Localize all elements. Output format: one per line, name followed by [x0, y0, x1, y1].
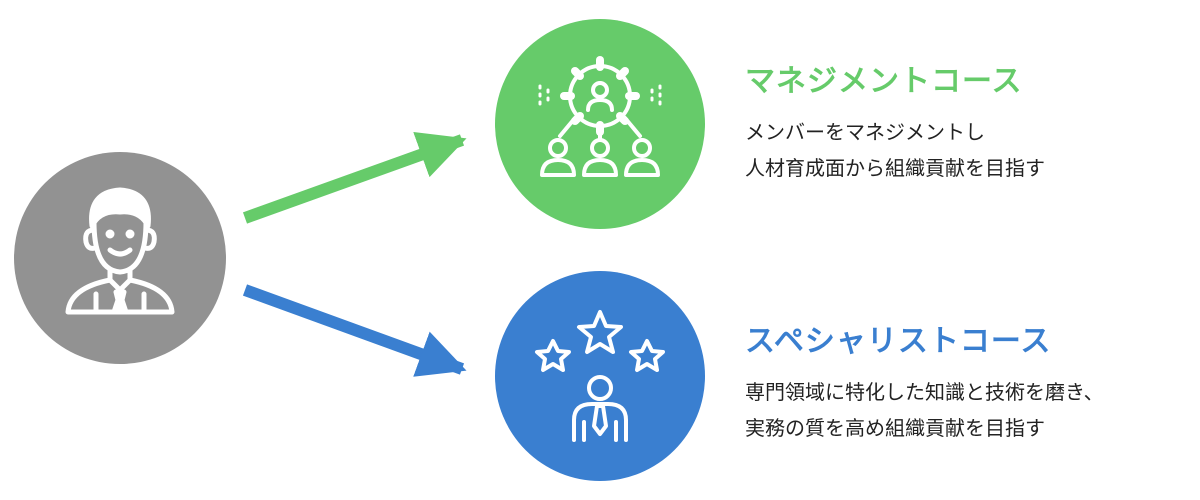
management-course-title: マネジメントコース — [745, 64, 1023, 99]
stars-person-icon — [535, 310, 665, 442]
arrow-to-specialist — [242, 284, 467, 377]
management-desc-line-2: 人材育成面から組織貢献を目指す — [745, 156, 1045, 180]
employee-node — [14, 152, 226, 364]
specialist-node — [495, 271, 705, 481]
arrow-to-management — [242, 132, 467, 224]
management-course-description: メンバーをマネジメントし 人材育成面から組織貢献を目指す — [745, 114, 1045, 186]
specialist-course-title: スペシャリストコース — [745, 324, 1052, 359]
businessman-icon — [65, 187, 175, 315]
specialist-course-info: スペシャリストコース 専門領域に特化した知識と技術を磨き、 実務の質を高め組織貢… — [745, 320, 1104, 446]
management-course-info: マネジメントコース メンバーをマネジメントし 人材育成面から組織貢献を目指す — [745, 60, 1045, 186]
specialist-desc-line-1: 専門領域に特化した知識と技術を磨き、 — [745, 380, 1104, 404]
specialist-course-description: 専門領域に特化した知識と技術を磨き、 実務の質を高め組織貢献を目指す — [745, 374, 1104, 446]
gear-team-icon — [538, 56, 662, 177]
management-desc-line-1: メンバーをマネジメントし — [745, 120, 985, 144]
management-node — [495, 19, 705, 229]
specialist-desc-line-2: 実務の質を高め組織貢献を目指す — [745, 416, 1045, 440]
